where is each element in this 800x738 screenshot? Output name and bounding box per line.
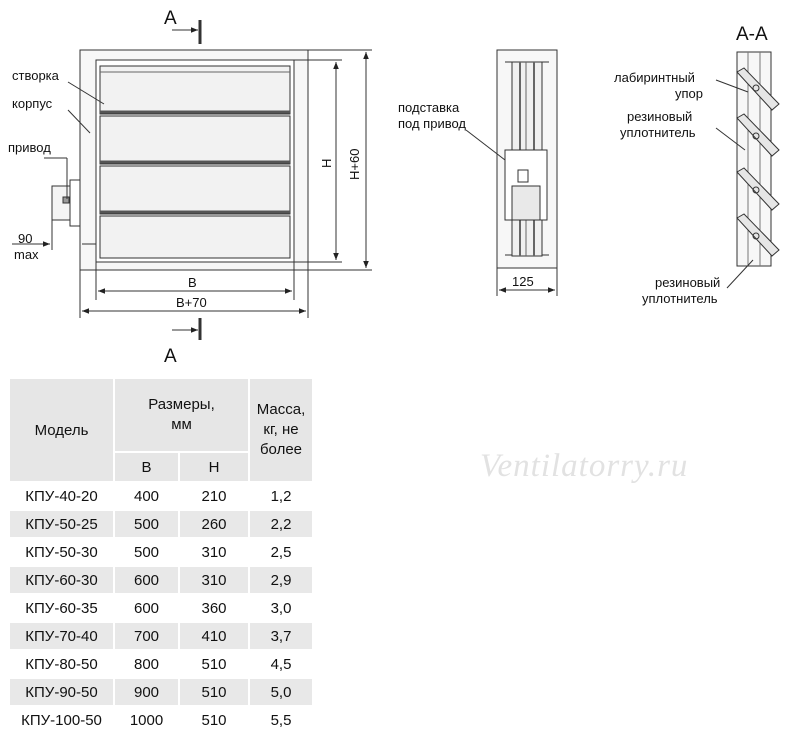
cell-b: 800 <box>113 649 180 679</box>
section-marker-bottom: A <box>164 346 177 367</box>
cell-mass: 3,0 <box>248 593 314 623</box>
cell-b: 600 <box>113 565 180 595</box>
cell-mass: 4,5 <box>248 649 314 679</box>
cell-model: КПУ-100-50 <box>8 705 115 735</box>
header-mass-line1: Масса, <box>256 401 306 418</box>
cell-b: 1000 <box>113 705 180 735</box>
table-row: КПУ-60-30 600 310 2,9 <box>8 565 314 595</box>
cell-mass: 3,7 <box>248 621 314 651</box>
dim-privod-value: 90 <box>18 231 32 246</box>
label-seal-line1: резиновый <box>627 109 692 124</box>
blade <box>99 165 291 215</box>
label-seal2-line1: резиновый <box>655 275 720 290</box>
dim-width: B <box>188 275 197 290</box>
cell-h: 510 <box>178 649 250 679</box>
cell-h: 410 <box>178 621 250 651</box>
side-view <box>465 49 558 296</box>
cell-h: 310 <box>178 565 250 595</box>
cell-model: КПУ-90-50 <box>8 677 115 707</box>
table-row: КПУ-60-35 600 360 3,0 <box>8 593 314 623</box>
cell-b: 500 <box>113 537 180 567</box>
cell-b: 400 <box>113 481 180 511</box>
label-mount-line1: подставка <box>398 100 460 115</box>
table-row: КПУ-100-50 1000 510 5,5 <box>8 705 314 735</box>
front-view-labels: A A створка корпус привод 90 max B B+70 … <box>8 8 362 367</box>
cell-b: 900 <box>113 677 180 707</box>
cell-mass: 5,0 <box>248 677 314 707</box>
dim-depth: 125 <box>512 274 534 289</box>
blade <box>99 115 291 165</box>
label-mount-line2: под привод <box>398 116 466 131</box>
side-view-labels: подставка под привод 125 <box>398 100 534 289</box>
cell-h: 360 <box>178 593 250 623</box>
cell-model: КПУ-80-50 <box>8 649 115 679</box>
cell-h: 510 <box>178 705 250 735</box>
table-row: КПУ-40-20 400 210 1,2 <box>8 481 314 511</box>
header-h: H <box>178 451 250 483</box>
cell-model: КПУ-50-25 <box>8 509 115 539</box>
section-title: А-А <box>736 24 768 45</box>
spec-table: Модель Размеры, мм Масса, кг, не более B… <box>8 377 314 735</box>
watermark: Ventilatorry.ru <box>480 448 689 484</box>
header-dims-line1: Размеры, <box>148 396 215 413</box>
header-mass-line2: кг, не <box>263 421 299 438</box>
cell-b: 500 <box>113 509 180 539</box>
cell-model: КПУ-60-30 <box>8 565 115 595</box>
cell-model: КПУ-40-20 <box>8 481 115 511</box>
header-model: Модель <box>8 377 115 483</box>
technical-drawing: A A створка корпус привод 90 max B B+70 … <box>8 8 780 367</box>
cell-mass: 2,5 <box>248 537 314 567</box>
section-view-labels: А-А лабиринтный упор резиновый уплотните… <box>614 24 768 306</box>
dim-height-total: H+60 <box>347 149 362 180</box>
cell-model: КПУ-50-30 <box>8 537 115 567</box>
cell-model: КПУ-70-40 <box>8 621 115 651</box>
front-view <box>12 20 372 340</box>
blade <box>99 215 291 259</box>
header-mass-line3: более <box>259 441 303 458</box>
cell-h: 310 <box>178 537 250 567</box>
cell-model: КПУ-60-35 <box>8 593 115 623</box>
blade-section <box>736 213 780 257</box>
blade-section <box>736 67 780 111</box>
dim-width-total: B+70 <box>176 295 207 310</box>
table-row: КПУ-90-50 900 510 5,0 <box>8 677 314 707</box>
cell-mass: 2,9 <box>248 565 314 595</box>
header-dims-line2: мм <box>171 416 192 433</box>
blade-section <box>736 167 780 211</box>
header-mass: Масса, кг, не более <box>248 377 314 483</box>
header-dims: Размеры, мм <box>113 377 250 453</box>
label-stop-line1: лабиринтный <box>614 70 695 85</box>
cell-mass: 1,2 <box>248 481 314 511</box>
blade <box>99 65 291 115</box>
label-stop-line2: упор <box>675 86 703 101</box>
section-marker-top: A <box>164 8 177 29</box>
section-view <box>715 51 780 289</box>
cell-mass: 2,2 <box>248 509 314 539</box>
cell-mass: 5,5 <box>248 705 314 735</box>
cell-h: 510 <box>178 677 250 707</box>
label-seal2-line2: уплотнитель <box>642 291 718 306</box>
table-row: КПУ-80-50 800 510 4,5 <box>8 649 314 679</box>
label-seal-line2: уплотнитель <box>620 125 696 140</box>
cell-h: 210 <box>178 481 250 511</box>
cell-b: 700 <box>113 621 180 651</box>
table-row: КПУ-50-25 500 260 2,2 <box>8 509 314 539</box>
dim-privod-note: max <box>14 247 39 262</box>
table-row: КПУ-50-30 500 310 2,5 <box>8 537 314 567</box>
blade-section <box>736 113 780 157</box>
label-privod: привод <box>8 140 51 155</box>
table-row: КПУ-70-40 700 410 3,7 <box>8 621 314 651</box>
header-b: B <box>113 451 180 483</box>
dim-height: H <box>319 159 334 168</box>
label-korpus: корпус <box>12 96 53 111</box>
label-stvorka: створка <box>12 68 60 83</box>
cell-b: 600 <box>113 593 180 623</box>
cell-h: 260 <box>178 509 250 539</box>
